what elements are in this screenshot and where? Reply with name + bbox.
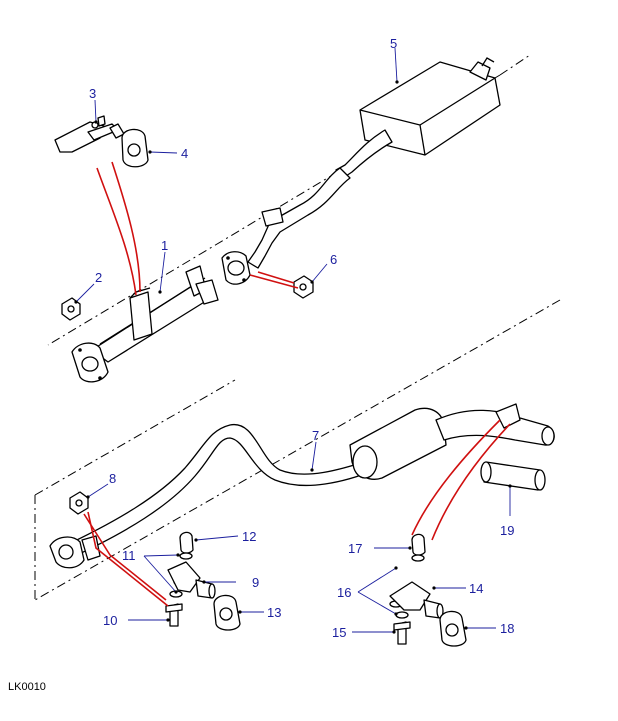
right-mounting-set: [389, 533, 467, 647]
callout-12: 12: [242, 529, 256, 544]
diagram-reference-code: LK0010: [8, 681, 46, 693]
tailpipe-trim-part: [480, 461, 546, 491]
assembly-boundary-lines: [34, 54, 561, 601]
callout-2: 2: [95, 270, 102, 285]
callout-14: 14: [469, 581, 483, 596]
callout-1: 1: [161, 238, 168, 253]
tailpipe-silencer-part: [59, 403, 555, 561]
rear-silencer-part: [335, 57, 501, 179]
assembly-indicator-lines: [83, 161, 511, 607]
flange-nut-part-8: [69, 491, 89, 515]
callout-8: 8: [109, 471, 116, 486]
tailpipe-front-flange: [49, 535, 101, 569]
callout-13: 13: [267, 605, 281, 620]
callout-4: 4: [181, 146, 188, 161]
callout-10: 10: [103, 613, 117, 628]
mounting-bracket-part: [54, 115, 125, 153]
callout-17: 17: [348, 541, 362, 556]
callout-11: 11: [122, 548, 136, 563]
flange-nut-part-6: [293, 275, 314, 299]
callout-9: 9: [252, 575, 259, 590]
callout-leader-lines: [74, 47, 512, 634]
callout-18: 18: [500, 621, 514, 636]
callout-5: 5: [390, 36, 397, 51]
callout-6: 6: [330, 252, 337, 267]
intermediate-pipe-part: [221, 167, 351, 285]
front-pipe-part: [71, 265, 219, 383]
callout-7: 7: [312, 428, 319, 443]
callout-15: 15: [332, 625, 346, 640]
rubber-mounting-part: [121, 128, 149, 168]
callout-3: 3: [89, 86, 96, 101]
callout-labels: 5 3 4 1 2 6 7 8 12 11 9 10 13 17 16 14 1…: [89, 36, 514, 640]
callout-16: 16: [337, 585, 351, 600]
callout-19: 19: [500, 523, 514, 538]
